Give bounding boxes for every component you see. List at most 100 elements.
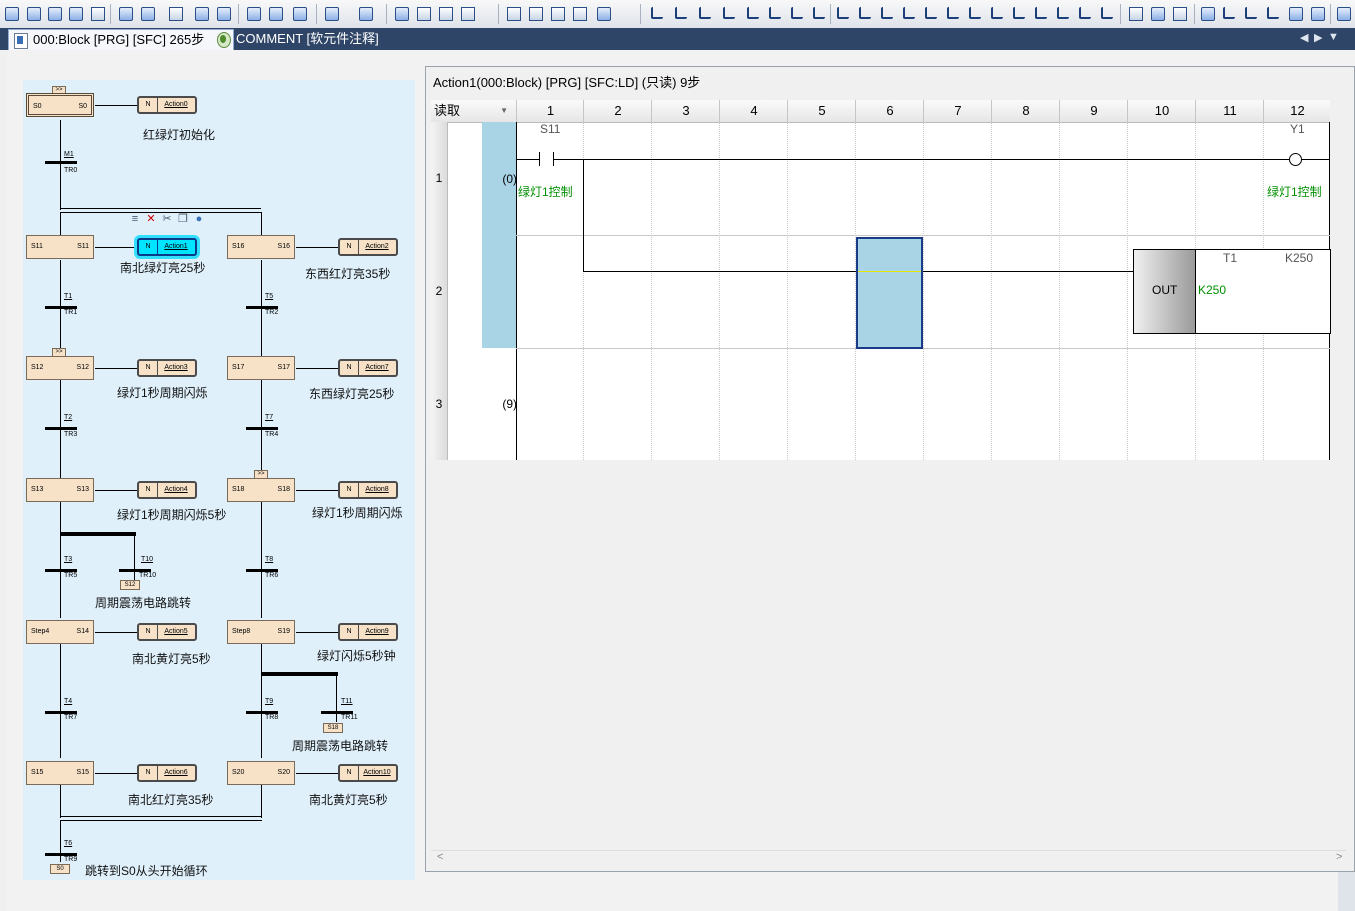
search-device-icon[interactable] [116,4,134,22]
sfc-step-s17[interactable]: S17 S17 [227,356,295,380]
zoom-icon[interactable] [356,4,374,22]
check-icon[interactable] [244,4,262,22]
ladder-tool4-icon[interactable] [1286,4,1304,22]
dev-search-icon[interactable] [1334,4,1352,22]
cross-ref-icon[interactable] [138,4,156,22]
invert2-icon[interactable] [1032,4,1050,22]
dev-write-icon[interactable] [45,4,63,22]
ladder-tool5-icon[interactable] [1308,4,1326,22]
pulse-par2-icon[interactable] [988,4,1006,22]
tab-block-sfc[interactable]: 000:Block [PRG] [SFC] 265步 ✕ [8,29,234,50]
rising-contact-icon[interactable] [834,4,852,22]
ladder-tool2-icon[interactable] [1242,4,1260,22]
cut-icon[interactable]: ✂ [162,213,172,225]
mode-icon[interactable] [1126,4,1144,22]
window2-icon[interactable] [414,4,432,22]
parallel-contact-icon[interactable] [878,4,896,22]
scroll-right-arrow[interactable]: > [1336,851,1343,863]
sfc-step-s15[interactable]: S15 S15 [26,761,94,785]
op-result-icon[interactable] [1054,4,1072,22]
tab-comment[interactable]: COMMENT [软元件注释] [212,29,385,50]
window3-icon[interactable] [436,4,454,22]
abc-check-icon[interactable] [266,4,284,22]
sfc-step-s12[interactable]: S12 S12 [26,356,94,380]
edit-icon[interactable] [290,4,308,22]
insert-icon[interactable]: ≡ [131,213,139,225]
op-result2-icon[interactable] [1076,4,1094,22]
sfc-step-s19[interactable]: Step8 S19 [227,620,295,644]
eraser-icon[interactable] [594,4,612,22]
ladder-hline-icon[interactable] [766,4,784,22]
ladder-contact-icon[interactable] [648,4,666,22]
row-header-2[interactable]: 2 [431,235,448,348]
row-header-1[interactable]: 1 [431,122,448,235]
table-icon[interactable] [88,4,106,22]
dev-read-icon[interactable] [66,4,84,22]
panel2-icon[interactable] [526,4,544,22]
op-result3-icon[interactable] [1098,4,1116,22]
ladder-tool-icon[interactable] [1220,4,1238,22]
help-icon[interactable]: ● [195,213,203,225]
pulse-rise-icon[interactable] [922,4,940,22]
jump-target-s18[interactable]: S18 [323,723,343,733]
ladder-contact-b-icon[interactable] [672,4,690,22]
ladder-tool3-icon[interactable] [1264,4,1282,22]
build-icon[interactable] [214,4,232,22]
tab-scroll-left-icon[interactable]: ◀ [1300,32,1309,44]
dev-open-icon[interactable] [24,4,42,22]
jump-target-s12[interactable]: S12 [120,580,140,590]
falling-contact-icon[interactable] [856,4,874,22]
compile-icon[interactable] [192,4,210,22]
sfc-step-s18[interactable]: S18 S18 [227,478,295,502]
cursor-cell[interactable] [856,237,923,349]
window4-icon[interactable] [458,4,476,22]
clock-icon[interactable] [1198,4,1216,22]
pulse-par-icon[interactable] [966,4,984,22]
ladder-coil-icon[interactable] [696,4,714,22]
sfc-step-s13[interactable]: S13 S13 [26,478,94,502]
parallel-b-icon[interactable] [900,4,918,22]
tab-menu-icon[interactable]: ▼ [1328,31,1339,43]
mode2-icon[interactable] [1148,4,1166,22]
invert-icon[interactable] [1010,4,1028,22]
ladder-func-icon[interactable] [720,4,738,22]
ladder-branch-icon[interactable] [810,4,828,22]
window-icon[interactable] [392,4,410,22]
tab-scroll-right-icon[interactable]: ▶ [1314,32,1323,44]
scroll-left-arrow[interactable]: < [437,851,444,863]
read-mode-selector[interactable]: 读取 ▼ [431,100,516,122]
document-icon[interactable] [166,4,184,22]
ladder-delete-icon[interactable] [788,4,806,22]
abc-icon[interactable] [1170,4,1188,22]
ladder-vline-icon[interactable] [744,4,762,22]
horizontal-scrollbar[interactable]: < > [431,850,1346,867]
sfc-diagram[interactable]: >> >> >> S0 S0 S11 S11 S16 S16 S12 S12 S… [23,80,415,880]
pulse-fall-icon[interactable] [944,4,962,22]
row-header-3[interactable]: 3 [431,348,448,460]
panel4-icon[interactable] [570,4,588,22]
sfc-step-s20[interactable]: S20 S20 [227,761,295,785]
copy-icon[interactable]: ❐ [178,213,188,225]
panel3-icon[interactable] [548,4,566,22]
ladder-grid[interactable]: 读取 ▼ 1 2 3 4 5 6 7 8 9 10 11 12 1 2 3 (0… [431,100,1331,460]
panel-icon[interactable] [504,4,522,22]
dropdown-arrow-icon[interactable]: ▼ [500,106,508,115]
ladder-window[interactable]: Action1(000:Block) [PRG] [SFC:LD] (只读) 9… [425,66,1355,872]
out-instruction-box[interactable]: OUT T1 K250 K250 [1133,249,1331,334]
monitor-icon[interactable] [322,4,340,22]
jump-target-s0[interactable]: S0 [50,864,70,874]
dev-list-icon[interactable] [2,4,20,22]
sfc-step-s11[interactable]: S11 S11 [26,235,94,259]
sfc-step-s16[interactable]: S16 S16 [227,235,295,259]
